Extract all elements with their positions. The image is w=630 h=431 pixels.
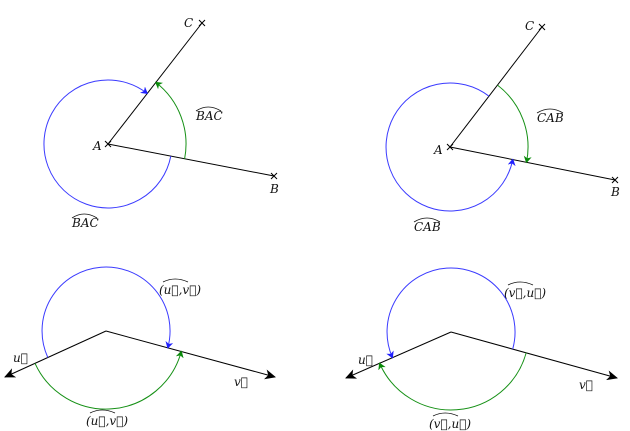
blue-angle-arc: [43, 79, 172, 209]
figure-bac: A C B BAC BAC: [43, 16, 279, 230]
vector-v: [450, 331, 618, 381]
point-b-label: B: [269, 182, 279, 196]
green-angle-label: (u⃗,v⃗): [86, 414, 128, 428]
point-b-cross-icon: [611, 176, 619, 184]
point-a-label: A: [433, 143, 443, 157]
point-b-label: B: [610, 185, 620, 199]
point-c-cross-icon: [198, 19, 206, 27]
point-c-cross-icon: [538, 23, 546, 31]
vector-v: [105, 330, 276, 380]
hat-mark: [89, 409, 116, 414]
hat-mark: [413, 217, 441, 223]
point-c-label: C: [525, 19, 534, 33]
segment-ac: [107, 22, 203, 145]
blue-angle-arc: [41, 266, 174, 358]
hat-mark: [536, 108, 564, 114]
point-a-cross-icon: [446, 143, 454, 151]
blue-angle-label: CAB: [414, 220, 441, 234]
segment-ac: [449, 26, 543, 148]
blue-angle-label: (v⃗,u⃗): [504, 286, 546, 300]
green-angle-label: (v⃗,u⃗): [429, 417, 471, 431]
green-angle-label: CAB: [537, 111, 564, 125]
figure-uv: u⃗ v⃗ (u⃗,v⃗) (u⃗,v⃗): [4, 266, 276, 428]
vector-u: [4, 330, 107, 378]
green-angle-arc: [497, 84, 532, 164]
green-angle-label: BAC: [195, 109, 223, 123]
green-angle-arc: [155, 81, 187, 159]
hat-mark: [162, 278, 189, 283]
point-a-cross-icon: [104, 140, 112, 148]
blue-angle-label: (u⃗,v⃗): [159, 283, 201, 297]
blue-angle-label: BAC: [71, 216, 99, 230]
segment-ab: [107, 143, 275, 177]
vector-v-label: v⃗: [579, 378, 593, 392]
point-c-label: C: [184, 16, 193, 30]
segment-ab: [449, 146, 616, 181]
blue-angle-arc: [386, 267, 516, 359]
vector-u-label: u⃗: [358, 353, 373, 367]
hat-mark: [507, 281, 534, 286]
point-a-label: A: [92, 139, 102, 153]
point-b-cross-icon: [270, 172, 278, 180]
hat-mark: [195, 106, 222, 112]
green-angle-arc: [34, 350, 184, 410]
figure-cab: A C B CAB CAB: [385, 19, 620, 234]
figure-vu: u⃗ v⃗ (v⃗,u⃗) (v⃗,u⃗): [345, 267, 618, 431]
hat-mark: [71, 213, 98, 219]
green-angle-arc: [378, 352, 527, 411]
hat-mark: [432, 412, 459, 417]
vector-v-label: v⃗: [234, 375, 248, 389]
blue-angle-arc: [385, 82, 516, 212]
vector-u: [345, 331, 452, 379]
vector-u-label: u⃗: [13, 351, 28, 365]
